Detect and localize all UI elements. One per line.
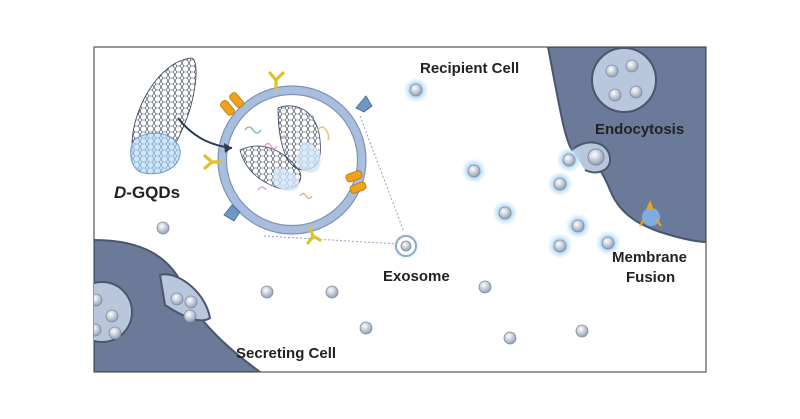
exosome-particle xyxy=(325,285,339,299)
secreting-multivesicular-body xyxy=(94,281,133,343)
yellow-receptor-bottom xyxy=(306,226,322,245)
exosome-label: Exosome xyxy=(383,268,450,285)
exosome-particle-glowing xyxy=(547,171,573,197)
exosome-particle xyxy=(359,321,373,335)
dgqds-label: D-GQDs xyxy=(114,183,180,202)
membrane-fusion-label-line1: Membrane xyxy=(612,249,687,266)
blue-tetraspanin-bottom xyxy=(223,204,241,222)
blue-tetraspanin-right xyxy=(355,95,373,113)
dgqd-inside-2 xyxy=(239,145,302,191)
exosome-particle-glowing xyxy=(595,230,621,256)
orange-transporter-right xyxy=(345,170,367,194)
uptake-arrow-head xyxy=(224,143,232,153)
exosome-highlighted xyxy=(392,232,420,260)
endocytosis-label: Endocytosis xyxy=(595,121,684,138)
exosome-particle xyxy=(183,309,197,323)
exosome-particle-glowing xyxy=(492,200,518,226)
yellow-receptor-left xyxy=(203,154,222,170)
recipient-multivesicular-body xyxy=(591,47,657,113)
recipient-cell-label: Recipient Cell xyxy=(420,60,519,77)
zoom-line-top xyxy=(359,115,405,233)
exosome-particle-glowing xyxy=(556,147,582,173)
exosome-particle-glowing xyxy=(461,158,487,184)
secreting-cell-label: Secreting Cell xyxy=(236,345,336,362)
exosome-particle-glowing xyxy=(565,213,591,239)
exosome-particle xyxy=(503,331,517,345)
free-exosomes xyxy=(156,221,589,345)
rna-cargo xyxy=(244,114,330,200)
endocytosed-exosome xyxy=(587,148,605,166)
exosome-particle xyxy=(575,324,589,338)
membrane-fusion-site xyxy=(639,200,662,227)
dgqd-inside-1 xyxy=(277,105,321,173)
exosome-particle xyxy=(478,280,492,294)
exosome-particle-glowing xyxy=(403,77,429,103)
recipient-cell xyxy=(546,47,706,244)
exosome-zoom-view xyxy=(203,71,373,245)
dgqd-standalone xyxy=(130,57,197,175)
orange-transporter-top xyxy=(220,92,244,116)
exosome-particle-glowing xyxy=(547,233,573,259)
yellow-receptor-top xyxy=(268,71,285,90)
membrane-fusion-label-line2: Fusion xyxy=(626,269,675,286)
secreting-exocytosis-pocket xyxy=(158,273,212,322)
exosome-particle xyxy=(156,221,170,235)
glowing-exosomes xyxy=(403,77,621,259)
exosome-particle xyxy=(260,285,274,299)
